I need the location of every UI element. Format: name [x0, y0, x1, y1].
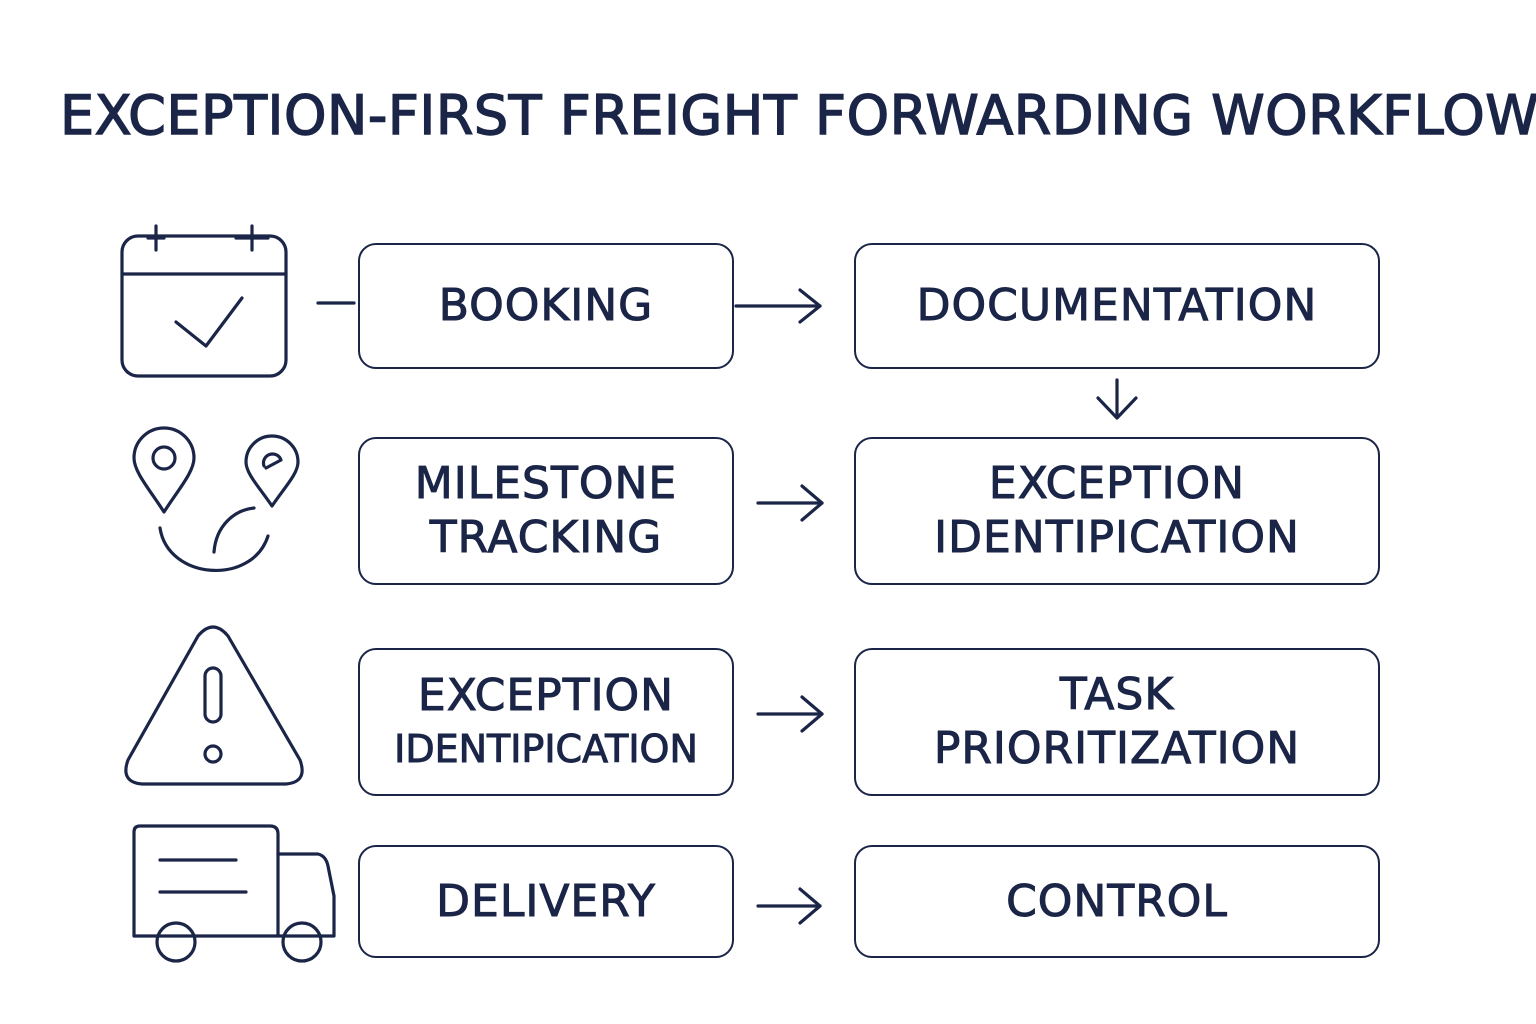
step-milestone-tracking: MILESTONE TRACKING [358, 437, 734, 585]
calendar-check-icon [120, 224, 288, 378]
delivery-truck-icon [132, 824, 336, 963]
step-label: CONTROL [1006, 875, 1228, 927]
step-label: DOCUMENTATION [916, 280, 1318, 332]
step-label-line-1: MILESTONE [414, 458, 678, 510]
step-booking: BOOKING [358, 243, 734, 369]
step-label: DELIVERY [436, 875, 656, 927]
step-label-line-1: EXCEPTION [417, 670, 675, 722]
step-task-prioritization: TASK PRIORITIZATION [854, 648, 1380, 796]
arrow-milestone-to-exception [756, 484, 824, 522]
step-exception-identification-1: EXCEPTION IDENTIPICATION [854, 437, 1380, 585]
step-label-line-1: TASK [1059, 669, 1175, 721]
step-label-line-2: TRACKING [429, 512, 663, 564]
diagram-title: EXCEPTION-FIRST FREIGHT FORWARDING WORKF… [59, 83, 1536, 147]
map-route-pins-icon [132, 426, 300, 572]
warning-triangle-icon [124, 625, 304, 786]
step-label-line-2: IDENTIPICATION [394, 727, 699, 772]
arrow-exception-to-task [756, 695, 824, 733]
arrow-delivery-to-control [756, 887, 822, 925]
step-label-line-2: IDENTIPICATION [934, 512, 1300, 564]
step-exception-identification-2: EXCEPTION IDENTIPICATION [358, 648, 734, 796]
step-label: BOOKING [438, 280, 654, 332]
step-control: CONTROL [854, 845, 1380, 958]
step-label-line-2: PRIORITIZATION [933, 723, 1301, 775]
arrow-documentation-to-exception [1096, 378, 1138, 420]
step-delivery: DELIVERY [358, 845, 734, 958]
step-label-line-1: EXCEPTION [988, 458, 1246, 510]
arrow-booking-to-documentation [734, 288, 822, 324]
step-documentation: DOCUMENTATION [854, 243, 1380, 369]
